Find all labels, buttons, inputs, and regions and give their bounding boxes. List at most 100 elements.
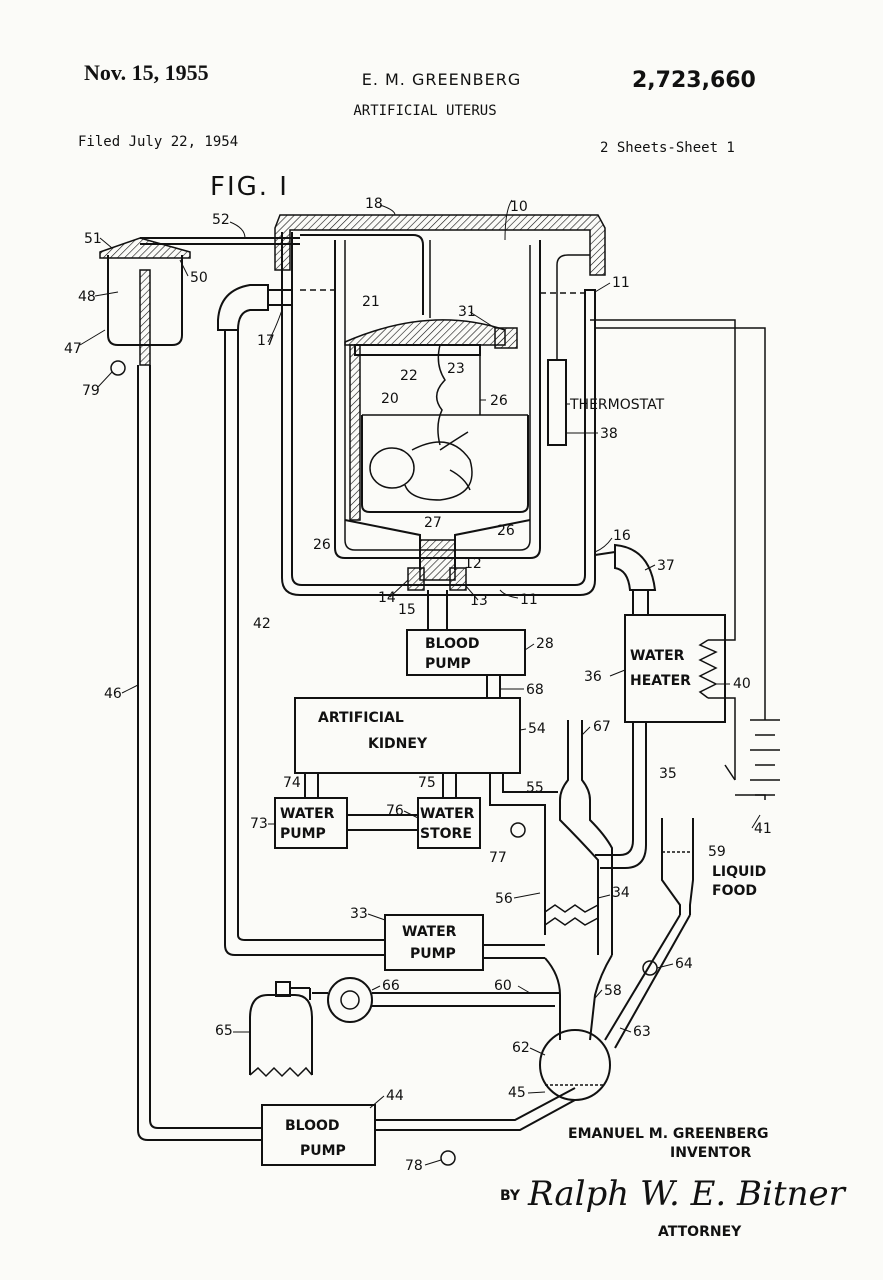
pipe-55	[489, 773, 546, 935]
ref-63: 63	[633, 1024, 651, 1040]
ref-21: 21	[362, 294, 380, 310]
ref-77: 77	[489, 850, 507, 866]
ref-54: 54	[528, 721, 546, 737]
elbow-37	[614, 543, 657, 591]
ref-11-bottom: 11	[520, 592, 538, 608]
ref-67: 67	[593, 719, 611, 735]
blood-pump-top-line1: BLOOD	[425, 636, 480, 652]
water-heater-line2: HEATER	[630, 673, 691, 689]
ref-75: 75	[418, 775, 436, 791]
filed-date: Filed July 22, 1954	[78, 134, 239, 150]
ref-20: 20	[381, 391, 399, 407]
ref-64: 64	[675, 956, 693, 972]
ref-18: 18	[365, 196, 383, 212]
water-store-line2: STORE	[420, 826, 472, 842]
inventor-header: E. M. GREENBERG	[361, 70, 522, 89]
ref-60: 60	[494, 978, 512, 994]
ref-74: 74	[283, 775, 301, 791]
ref-12: 12	[464, 556, 482, 572]
fetus-figure	[369, 431, 473, 501]
outlet-45	[375, 1099, 576, 1131]
membrane-56	[544, 904, 599, 913]
blood-pump-bottom-line1: BLOOD	[285, 1118, 340, 1134]
valve-78	[440, 1150, 456, 1166]
inventor-name: EMANUEL M. GREENBERG	[568, 1126, 769, 1142]
ref-73: 73	[250, 816, 268, 832]
reservoir-cap-50	[99, 237, 191, 259]
figure-label: FIG. I	[210, 172, 289, 202]
ref-76: 76	[386, 803, 404, 819]
ref-79: 79	[82, 383, 100, 399]
water-pump-mid-line2: PUMP	[410, 946, 456, 962]
elbow-17	[217, 284, 269, 331]
water-pump-73	[274, 797, 348, 849]
fitting-14	[407, 567, 425, 591]
standpipe	[139, 269, 151, 366]
ref-65: 65	[215, 1023, 233, 1039]
liquid-food-line2: FOOD	[712, 883, 757, 899]
water-store-line1: WATER	[420, 806, 475, 822]
lid-18	[274, 214, 606, 276]
ref-14: 14	[378, 590, 396, 606]
reference-numerals: 18 10 52 51 50 48 47 79 17 21 31 11 22 2…	[64, 196, 772, 1174]
ref-26-upper: 26	[490, 393, 508, 409]
wall-20	[349, 344, 361, 521]
ref-59: 59	[708, 844, 726, 860]
water-pump-left-line1: WATER	[280, 806, 335, 822]
blood-pump-44	[261, 1104, 376, 1166]
ref-17: 17	[257, 333, 275, 349]
ref-10: 10	[510, 199, 528, 215]
patent-date: Nov. 15, 1955	[84, 60, 209, 85]
vent-67	[559, 720, 599, 955]
inventor-label: INVENTOR	[670, 1145, 751, 1161]
ref-37: 37	[657, 558, 675, 574]
seal-block	[494, 327, 518, 349]
tube-21	[300, 234, 424, 315]
blood-pump-top-line2: PUMP	[425, 656, 471, 672]
flask-62	[539, 1029, 611, 1101]
ref-78: 78	[405, 1158, 423, 1174]
valve-77	[510, 822, 526, 838]
valve-79	[110, 360, 126, 376]
artificial-kidney-54	[294, 697, 521, 774]
ref-41: 41	[754, 821, 772, 837]
blood-pump-28	[406, 629, 526, 676]
attorney-label: ATTORNEY	[658, 1224, 742, 1240]
by-label: BY	[500, 1188, 521, 1204]
ref-22: 22	[400, 368, 418, 384]
ref-16: 16	[613, 528, 631, 544]
ref-31: 31	[458, 304, 476, 320]
outer-tank-11	[281, 232, 596, 596]
water-store-76	[417, 797, 481, 849]
plate-22	[354, 344, 481, 356]
ref-46: 46	[104, 686, 122, 702]
bag-20	[361, 415, 529, 513]
gas-bottle-65	[249, 994, 313, 1075]
blood-pump-bottom-line2: PUMP	[300, 1143, 346, 1159]
ref-55: 55	[526, 780, 544, 796]
pipe-42	[224, 330, 385, 956]
water-heater-36	[624, 614, 726, 723]
ref-38: 38	[600, 426, 618, 442]
water-heater-line1: WATER	[630, 648, 685, 664]
ref-13: 13	[470, 593, 488, 609]
ref-42: 42	[253, 616, 271, 632]
pipe-35	[595, 722, 634, 856]
pipe-46	[137, 365, 262, 1141]
thermostat-label: THERMOSTAT	[569, 397, 665, 413]
ref-26-right: 26	[497, 523, 515, 539]
ref-56: 56	[495, 891, 513, 907]
ref-15: 15	[398, 602, 416, 618]
water-pump-left-line2: PUMP	[280, 826, 326, 842]
ref-34: 34	[612, 885, 630, 901]
ref-36: 36	[584, 669, 602, 685]
ref-26-left: 26	[313, 537, 331, 553]
patent-number: 2,723,660	[632, 68, 756, 93]
ref-44: 44	[386, 1088, 404, 1104]
funnel-58	[544, 957, 561, 1040]
ref-58: 58	[604, 983, 622, 999]
ref-45: 45	[508, 1085, 526, 1101]
flow-meter-66	[327, 977, 373, 1023]
ref-35: 35	[659, 766, 677, 782]
